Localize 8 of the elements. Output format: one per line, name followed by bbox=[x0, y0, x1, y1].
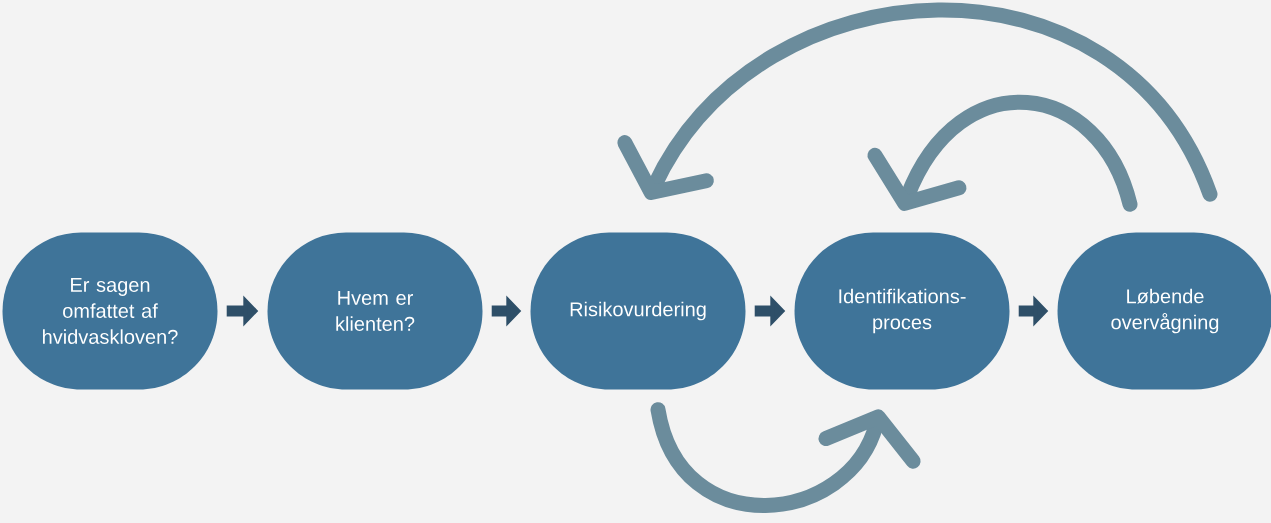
arrow bbox=[617, 2, 1218, 202]
arrow bbox=[867, 95, 1138, 212]
process-box: Løbende overvågning bbox=[1057, 232, 1271, 390]
process-box: Identifikations- proces bbox=[794, 232, 1010, 390]
arrow bbox=[650, 402, 921, 513]
process-box: Hvem er klienten? bbox=[267, 232, 483, 390]
process-box: Risikovurdering bbox=[530, 232, 746, 390]
process-box: Er sagen omfattet af hvidvaskloven? bbox=[2, 232, 218, 390]
